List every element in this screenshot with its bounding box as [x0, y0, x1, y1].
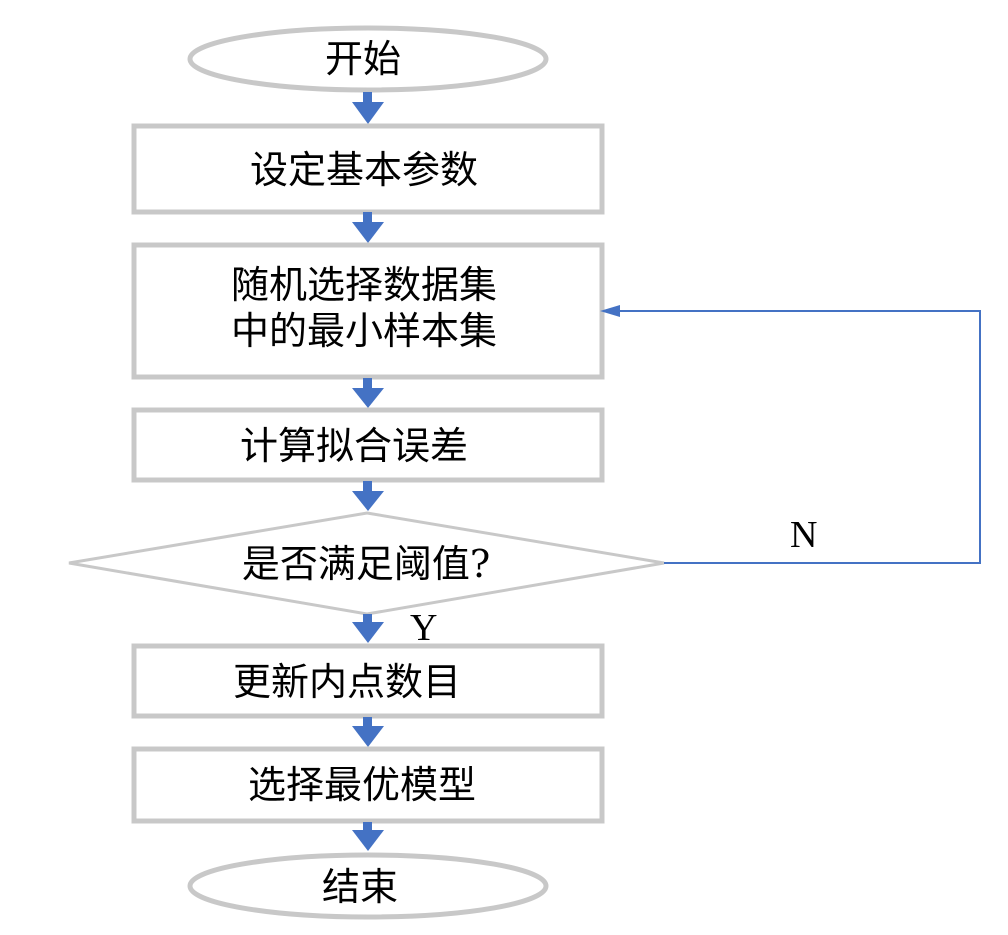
arrow-compute-error-to-decision	[352, 481, 384, 511]
random-sample-label-line1: 随机选择数据集	[231, 263, 497, 307]
arrow-random-sample-to-compute-error	[352, 378, 384, 408]
yes-label: Y	[410, 607, 437, 649]
update-inliers-box	[131, 643, 605, 719]
set-params-box	[131, 123, 605, 215]
random-sample-label-line2: 中的最小样本集	[231, 309, 497, 353]
start-terminal	[187, 25, 549, 93]
start-label: 开始	[325, 37, 401, 81]
set-params-label: 设定基本参数	[250, 148, 478, 192]
end-terminal	[187, 852, 549, 920]
compute-error-label: 计算拟合误差	[240, 424, 468, 468]
end-label: 结束	[322, 865, 398, 909]
no-label: N	[790, 514, 817, 556]
arrow-select-model-to-end	[352, 822, 384, 851]
arrow-start-to-set-params	[352, 92, 384, 124]
threshold-decision-label: 是否满足阈值?	[242, 542, 490, 586]
random-sample-box	[131, 242, 605, 380]
arrow-decision-to-update-inliers	[352, 614, 384, 643]
select-model-box	[131, 746, 605, 824]
arrow-set-params-to-random-sample	[352, 212, 384, 243]
update-inliers-label: 更新内点数目	[233, 660, 461, 704]
loop-back-connector	[600, 305, 981, 564]
compute-error-box	[131, 407, 605, 483]
select-model-label: 选择最优模型	[248, 763, 476, 807]
arrow-update-inliers-to-select-model	[352, 717, 384, 747]
